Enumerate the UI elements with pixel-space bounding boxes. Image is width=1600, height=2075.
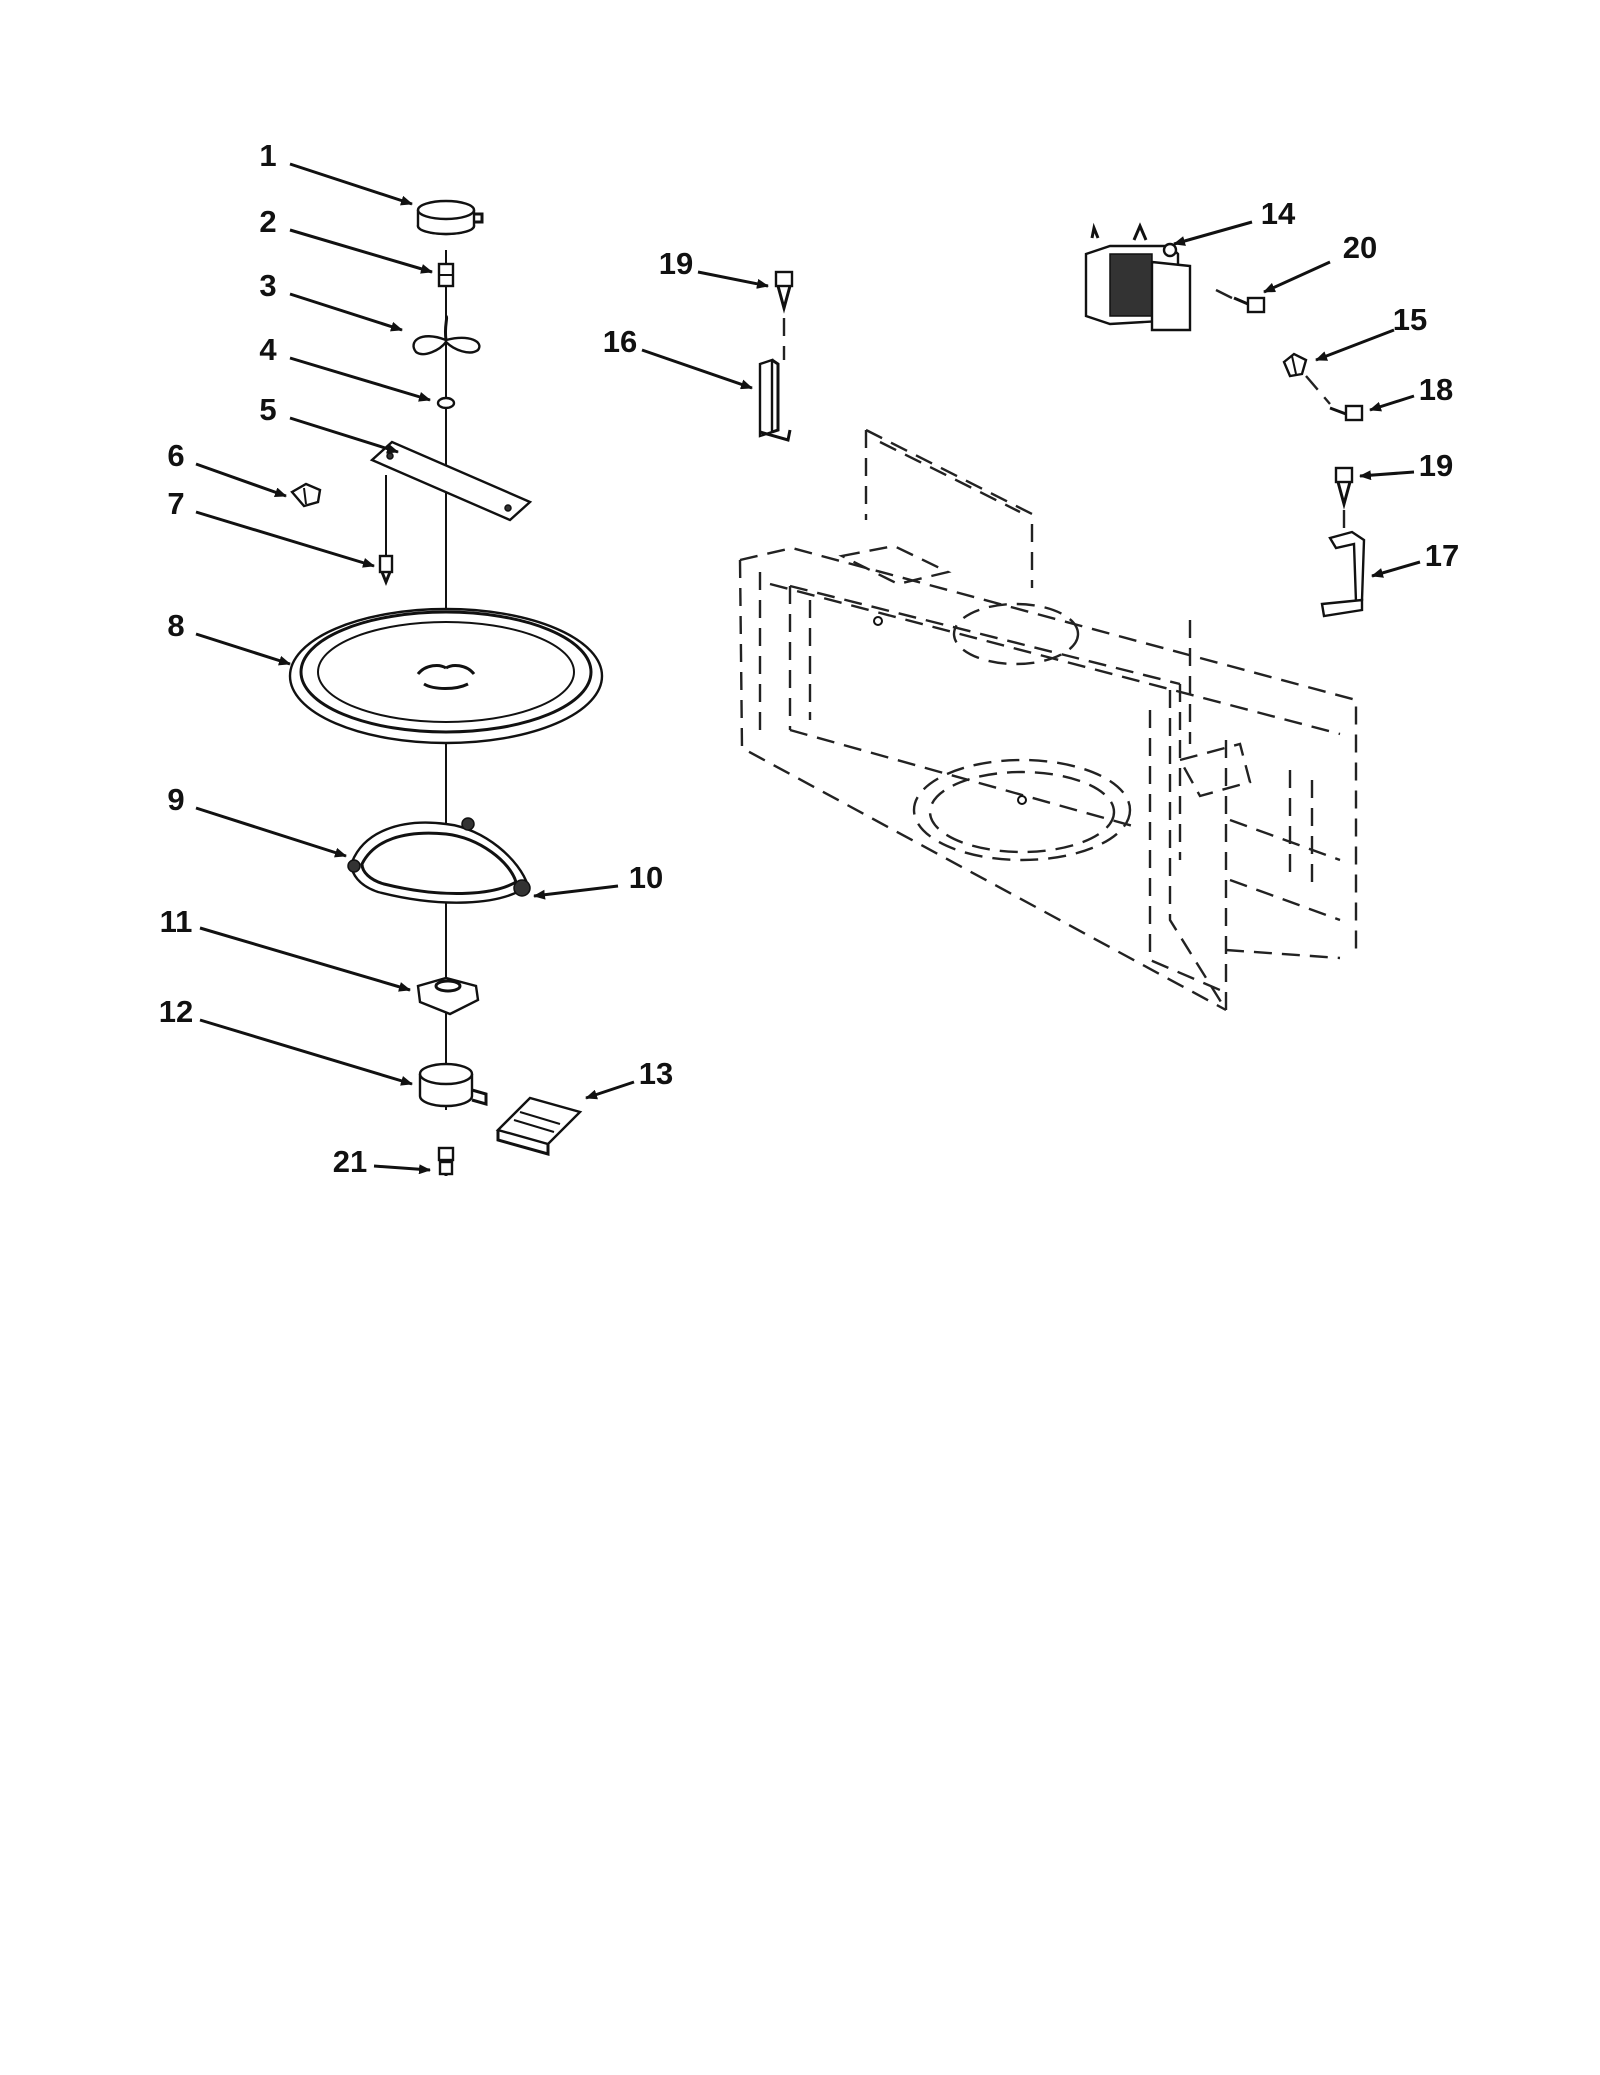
part-10-roller <box>513 879 531 897</box>
part-8-turntable-tray <box>288 607 604 745</box>
callout-leaders <box>195 162 1421 1175</box>
callout-11: 11 <box>160 904 193 939</box>
callout-9: 9 <box>167 782 184 817</box>
part-16-bracket <box>758 358 792 442</box>
part-20-axis <box>1215 288 1233 300</box>
callout-10: 10 <box>629 860 663 895</box>
callout-19-right: 19 <box>1419 448 1453 483</box>
callout-14: 14 <box>1261 196 1296 231</box>
callout-8: 8 <box>167 608 184 643</box>
callout-19-upper: 19 <box>659 246 693 281</box>
part-17-bracket <box>1320 530 1366 618</box>
callout-3: 3 <box>259 268 276 303</box>
part-21-screw <box>437 1146 455 1176</box>
callout-20: 20 <box>1343 230 1377 265</box>
callout-21: 21 <box>333 1144 367 1179</box>
part-7-screw <box>378 475 394 587</box>
part-15-axis <box>1305 375 1331 405</box>
part-18-screw <box>1329 404 1364 422</box>
callout-13: 13 <box>639 1056 673 1091</box>
callout-12: 12 <box>159 994 193 1029</box>
part-1-stirrer-motor <box>416 199 484 236</box>
part-12-turntable-motor <box>418 1062 488 1108</box>
part-14-transformer <box>1084 222 1192 332</box>
part-11-coupling <box>416 976 480 1016</box>
callout-16: 16 <box>603 324 637 359</box>
part-20-screw <box>1233 296 1266 314</box>
callout-1: 1 <box>259 138 276 173</box>
part-3-stirrer-blade <box>412 314 481 356</box>
part-9-roller-ring <box>347 817 530 904</box>
callout-6: 6 <box>167 438 184 473</box>
callout-2: 2 <box>259 204 276 239</box>
part-4-washer <box>436 396 456 410</box>
part-15-clip <box>1282 352 1308 378</box>
callout-5: 5 <box>259 392 276 427</box>
part-6-clip <box>290 482 322 508</box>
callout-17: 17 <box>1425 538 1459 573</box>
part-5-cover-plate <box>369 440 533 522</box>
part-13-bracket <box>495 1096 583 1156</box>
part-2-coupler <box>437 262 455 288</box>
callout-18: 18 <box>1419 372 1453 407</box>
part-19-screw-right <box>1334 466 1354 510</box>
callout-15: 15 <box>1393 302 1427 337</box>
callout-4: 4 <box>259 332 277 367</box>
part-19-screw-upper <box>774 270 794 314</box>
oven-cavity-phantom-outline <box>738 428 1358 1012</box>
callout-7: 7 <box>167 486 184 521</box>
